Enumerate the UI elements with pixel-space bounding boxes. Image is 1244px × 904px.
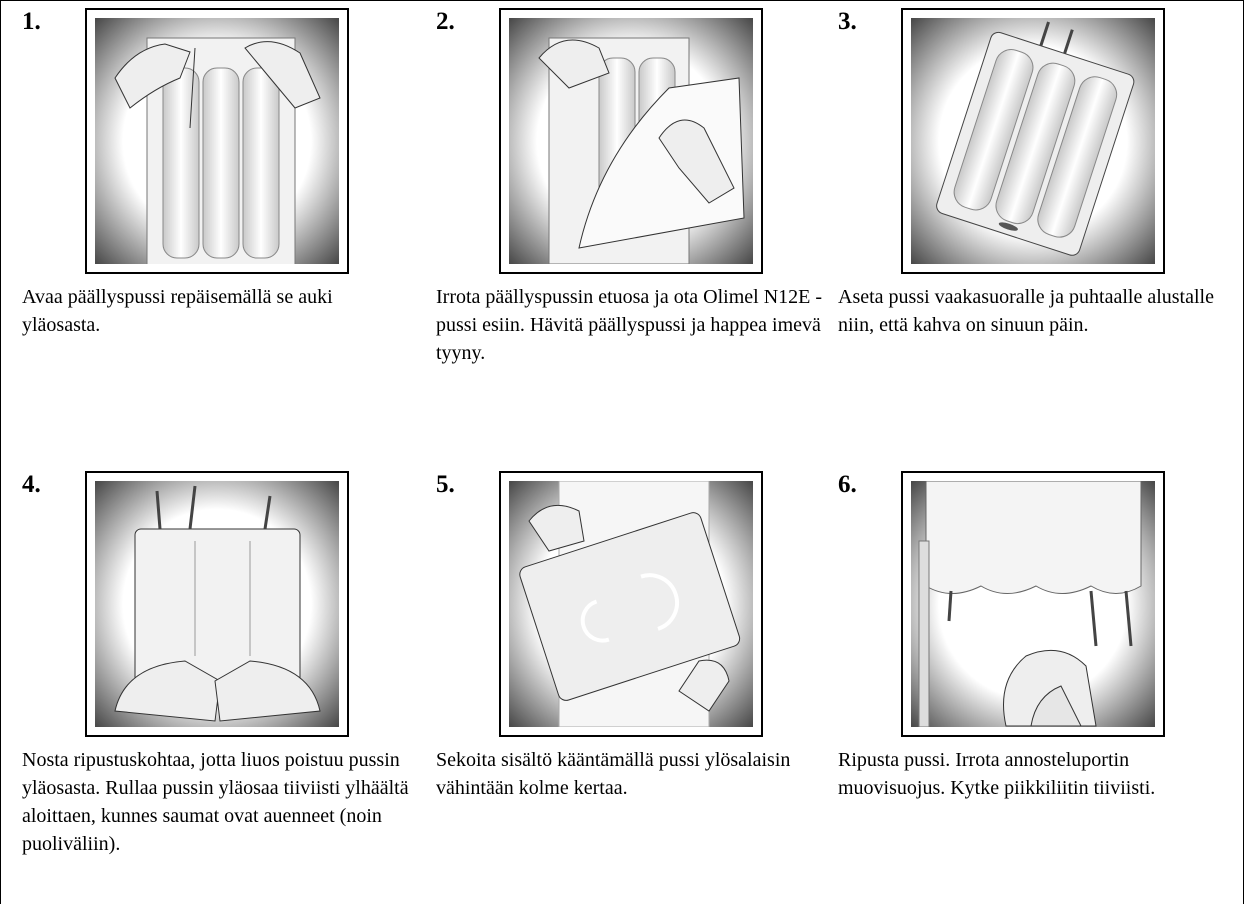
- rolling-bag-illustration: [85, 471, 349, 737]
- bag-on-surface-illustration: [901, 8, 1165, 274]
- step-number: 2.: [436, 8, 455, 36]
- removing-overwrap-illustration: [499, 8, 763, 274]
- hanging-bag-illustration: [901, 471, 1165, 737]
- step-number: 4.: [22, 471, 41, 499]
- step-caption: Sekoita sisältö kääntämällä pussi ylösal…: [436, 746, 826, 802]
- step-caption: Irrota päällyspussin etuosa ja ota Olime…: [436, 283, 826, 367]
- opening-overwrap-illustration: [85, 8, 349, 274]
- mixing-bag-illustration: [499, 471, 763, 737]
- step-number: 5.: [436, 471, 455, 499]
- step-caption: Aseta pussi vaakasuoralle ja puhtaalle a…: [838, 283, 1228, 339]
- step-caption: Avaa päällyspussi repäisemällä se auki y…: [22, 283, 412, 339]
- step-number: 1.: [22, 8, 41, 36]
- step-number: 6.: [838, 471, 857, 499]
- step-number: 3.: [838, 8, 857, 36]
- step-caption: Ripusta pussi. Irrota annosteluportin mu…: [838, 746, 1228, 802]
- step-caption: Nosta ripustuskohtaa, jotta liuos poistu…: [22, 746, 412, 858]
